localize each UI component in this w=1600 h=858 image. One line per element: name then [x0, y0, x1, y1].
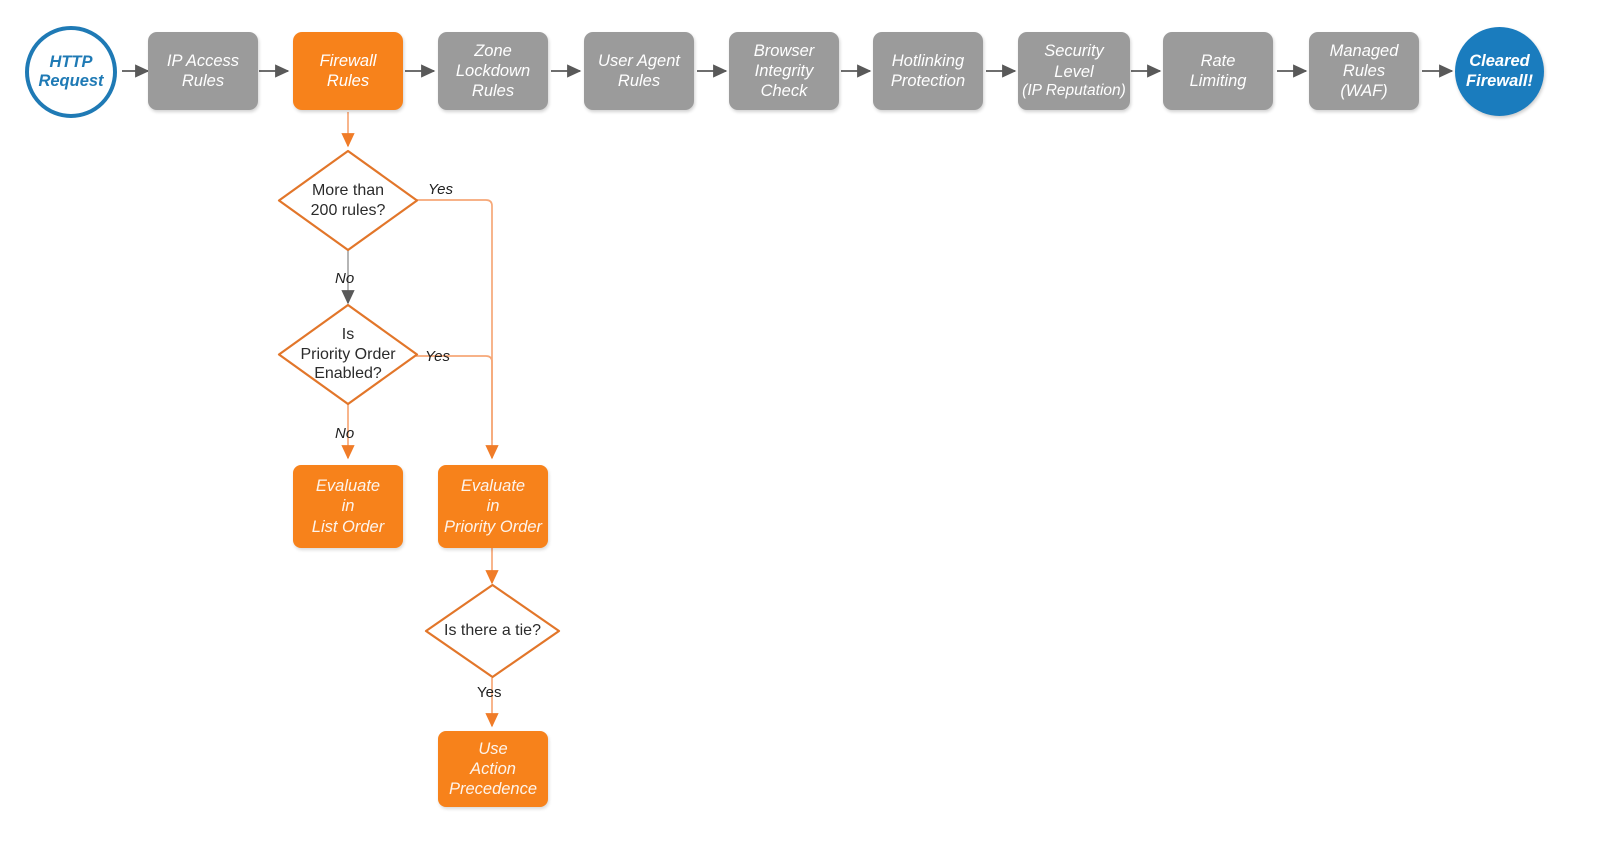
node-line: Level [1054, 62, 1094, 81]
edge-label-no-200-rules: No [335, 270, 355, 287]
node-line: Rules [471, 82, 515, 101]
node-rate-limiting[interactable]: Rate Limiting [1163, 32, 1273, 110]
edge-label-yes-tie: Yes [477, 684, 502, 701]
node-user-agent-rules[interactable]: User Agent Rules [584, 32, 694, 110]
node-line: User Agent [598, 51, 680, 70]
node-line: IP Access [166, 51, 240, 70]
edge-label-no-priority-order: No [335, 425, 355, 442]
node-line: Limiting [1189, 72, 1247, 90]
node-line: Action [470, 759, 516, 778]
node-line: Rules [617, 72, 661, 90]
node-line: Security [1044, 42, 1104, 61]
node-line: Is [341, 326, 355, 344]
decision-is-there-a-tie[interactable]: Is there a tie? [424, 583, 561, 679]
node-line: Rate [1200, 51, 1236, 70]
node-zone-lockdown-rules[interactable]: Zone Lockdown Rules [438, 32, 548, 110]
node-line: in [486, 497, 500, 516]
node-line: Zone [474, 41, 512, 60]
diamond-outline [424, 583, 561, 679]
node-line: 200 rules? [310, 201, 386, 219]
node-line: Check [760, 82, 808, 101]
node-line: Lockdown [455, 61, 531, 80]
node-managed-rules-waf[interactable]: Managed Rules (WAF) [1309, 32, 1419, 110]
node-line: Managed [1329, 41, 1399, 60]
node-line: Priority Order [443, 517, 543, 536]
diamond-outline [277, 303, 419, 406]
decision-is-priority-order-enabled[interactable]: Is Priority Order Enabled? [277, 303, 419, 406]
node-line: Use [478, 739, 508, 758]
node-cleared-firewall[interactable]: Cleared Firewall! [1455, 27, 1544, 116]
decision-more-than-200-rules[interactable]: More than 200 rules? [277, 149, 419, 252]
diamond-outline [277, 149, 419, 252]
node-line: More than [311, 181, 385, 199]
node-line: Integrity [754, 61, 814, 80]
node-use-action-precedence[interactable]: Use Action Precedence [438, 731, 548, 807]
node-line: Evaluate [460, 477, 526, 496]
node-firewall-rules[interactable]: Firewall Rules [293, 32, 403, 110]
node-line: Request [38, 72, 104, 90]
node-line: Priority Order [300, 345, 396, 363]
node-http-request[interactable]: HTTP Request [25, 26, 117, 118]
edge-label-yes-200-rules: Yes [428, 181, 454, 198]
node-line: HTTP [49, 52, 93, 71]
node-line: Browser [753, 41, 815, 60]
node-line: Protection [890, 72, 966, 90]
node-line: Enabled? [314, 365, 382, 383]
node-browser-integrity-check[interactable]: Browser Integrity Check [729, 32, 839, 110]
edge-label-yes-priority-order: Yes [425, 348, 451, 365]
node-line: Firewall [319, 51, 377, 70]
node-line: in [341, 497, 355, 516]
node-ip-access-rules[interactable]: IP Access Rules [148, 32, 258, 110]
node-line: Rules [1342, 61, 1386, 80]
node-line: Evaluate [315, 477, 381, 496]
node-hotlinking-protection[interactable]: Hotlinking Protection [873, 32, 983, 110]
node-line: Cleared [1469, 52, 1530, 71]
node-line: Firewall! [1466, 71, 1533, 90]
node-evaluate-in-list-order[interactable]: Evaluate in List Order [293, 465, 403, 548]
node-line: (IP Reputation) [1022, 81, 1126, 99]
node-line: Hotlinking [891, 51, 965, 70]
node-line: Is there a tie? [444, 622, 541, 640]
node-line: Rules [181, 72, 225, 90]
node-security-level[interactable]: Security Level (IP Reputation) [1018, 32, 1130, 110]
node-line: List Order [311, 517, 385, 536]
node-line: (WAF) [1340, 82, 1388, 101]
node-line: Precedence [448, 780, 538, 799]
node-line: Rules [326, 72, 370, 90]
node-evaluate-in-priority-order[interactable]: Evaluate in Priority Order [438, 465, 548, 548]
